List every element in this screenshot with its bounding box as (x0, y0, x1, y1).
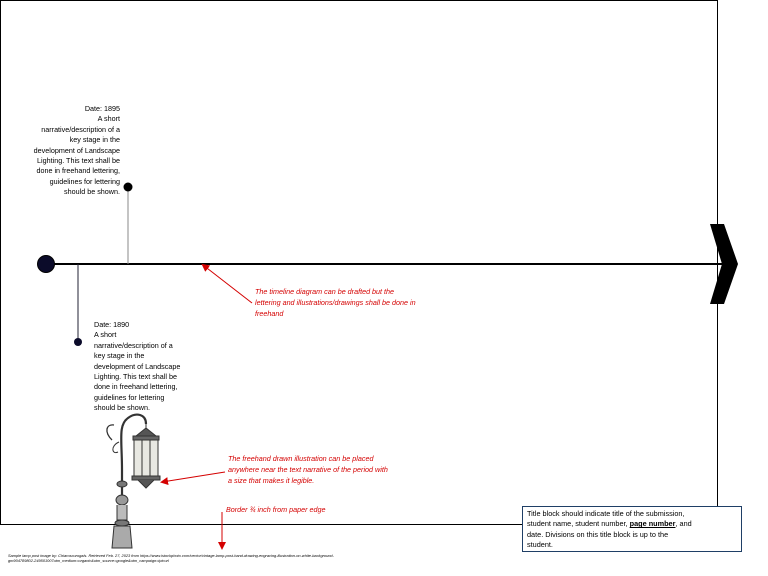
entry-text-line: development of Landscape (94, 362, 198, 372)
title-block: Title block should indicate title of the… (522, 506, 742, 552)
credit-line: gm904789802-249501007utm_medium=organic&… (8, 558, 568, 563)
annotation-arrow-timeline (203, 265, 252, 303)
entry-text-line: key stage in the (22, 135, 120, 145)
timeline-entry-1890: Date: 1890 A short narrative/description… (94, 320, 198, 414)
annotation-illustration: The freehand drawn illustration can be p… (228, 454, 418, 486)
lamp-post-icon (107, 415, 160, 548)
entry-text-line: Lighting. This text shall be (22, 156, 120, 166)
title-block-text: , and (675, 519, 691, 528)
entry-text-line: done in freehand lettering, (22, 166, 120, 176)
entry-text-line: development of Landscape (22, 146, 120, 156)
entry-text-line: should be shown. (94, 403, 198, 413)
annotation-border: Border ¾ inch from paper edge (226, 505, 366, 516)
annotation-line: anywhere near the text narrative of the … (228, 465, 418, 476)
entry-text-line: guidelines for lettering (22, 177, 120, 187)
annotation-line: a size that makes it legible. (228, 476, 418, 487)
title-block-line: Title block should indicate title of the… (527, 509, 737, 519)
entry-text-line: should be shown. (22, 187, 120, 197)
entry-text-line: narrative/description of a (22, 125, 120, 135)
annotation-line: Border ¾ inch from paper edge (226, 505, 366, 516)
title-block-text: student name, student number, (527, 519, 630, 528)
entry-text-line: A short (22, 114, 120, 124)
entry-text-line: A short (94, 330, 198, 340)
annotation-line: The freehand drawn illustration can be p… (228, 454, 418, 465)
entry-text-line: Lighting. This text shall be (94, 372, 198, 382)
annotation-line: lettering and illustrations/drawings sha… (255, 298, 455, 309)
timeline-start-dot (38, 256, 55, 273)
annotation-arrow-illustration (162, 472, 225, 482)
image-credit: Sample lamp post image by: Chiaroscuroga… (8, 553, 568, 563)
annotation-line: freehand (255, 309, 455, 320)
entry-date: Date: 1890 (94, 320, 198, 330)
entry-text-line: narrative/description of a (94, 341, 198, 351)
entry-text-line: guidelines for lettering (94, 393, 198, 403)
title-block-line: student. (527, 540, 737, 550)
entry-text-line: done in freehand lettering, (94, 382, 198, 392)
node-1895 (124, 183, 133, 192)
annotation-line: The timeline diagram can be drafted but … (255, 287, 455, 298)
timeline-entry-1895: Date: 1895 A short narrative/description… (22, 104, 120, 198)
node-1890 (74, 338, 82, 346)
annotation-timeline: The timeline diagram can be drafted but … (255, 287, 455, 319)
entry-text-line: key stage in the (94, 351, 198, 361)
title-block-line: student name, student number, page numbe… (527, 519, 737, 529)
page-number-label: page number (630, 519, 676, 528)
entry-date: Date: 1895 (22, 104, 120, 114)
title-block-line: date. Divisions on this title block is u… (527, 530, 737, 540)
